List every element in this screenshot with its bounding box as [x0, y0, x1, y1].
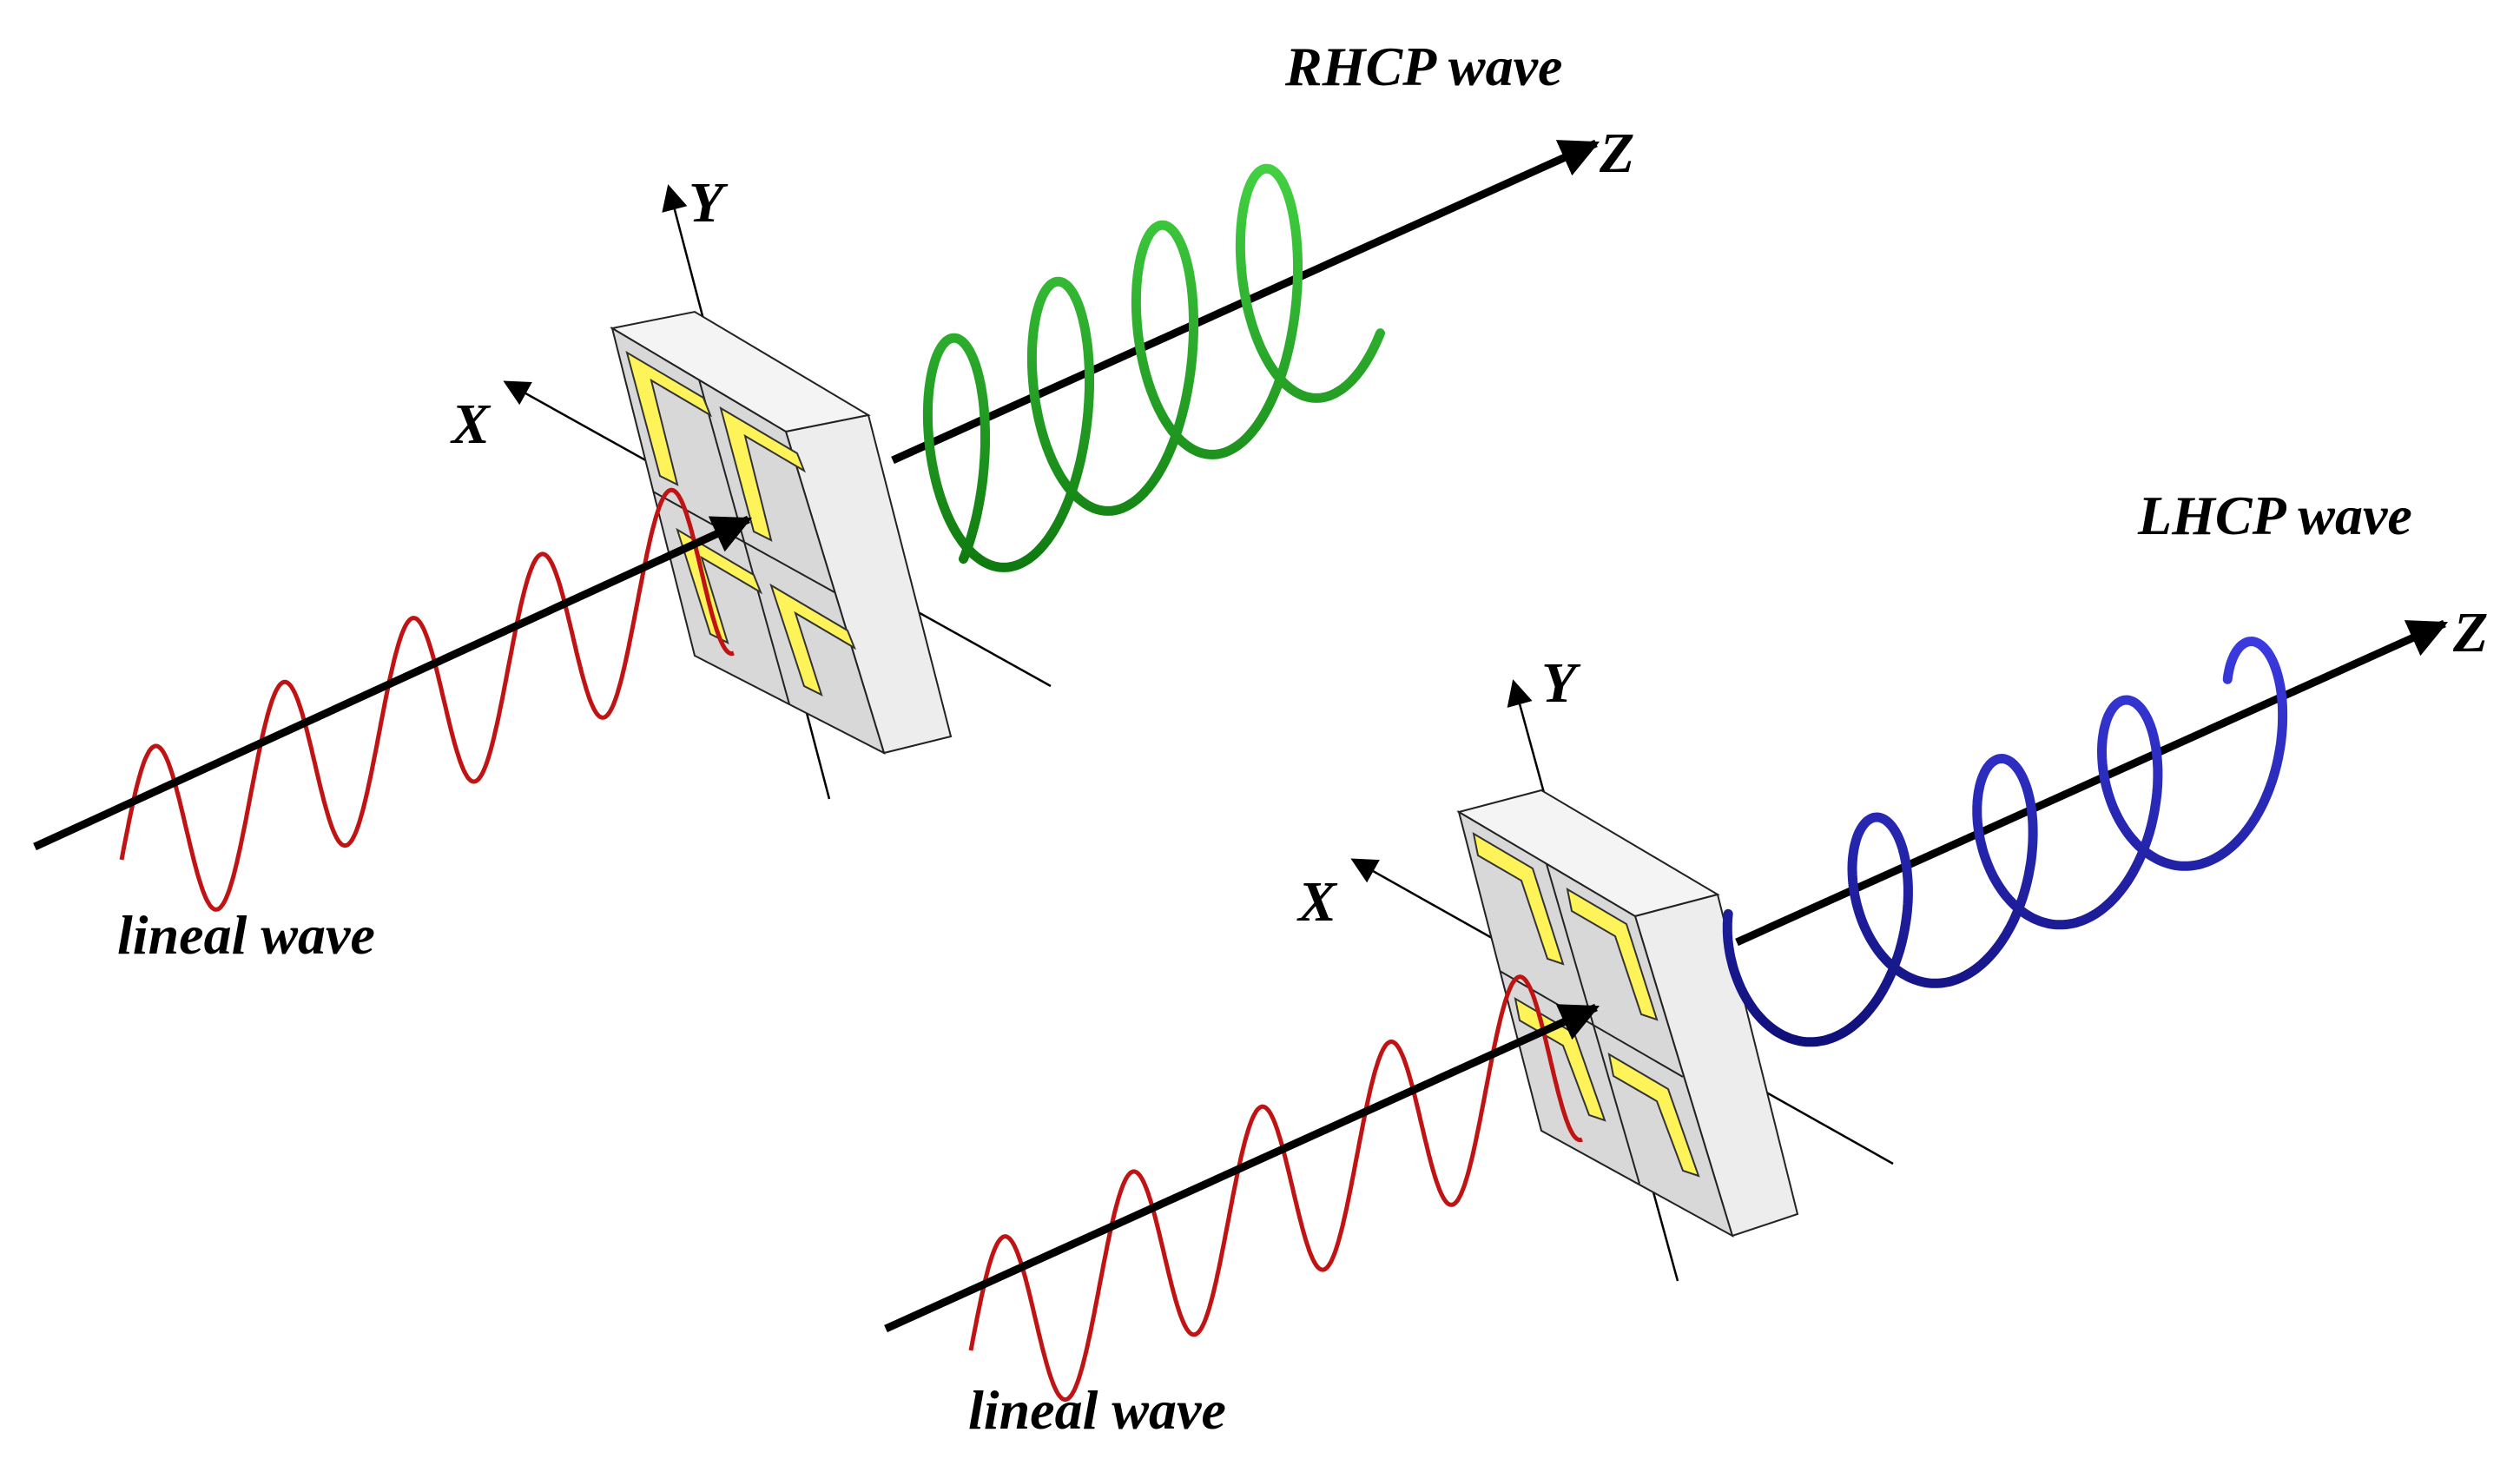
lower-z-label: Z	[2452, 601, 2488, 664]
lower-incident-axis	[884, 1003, 1600, 1333]
upper-incident-axis	[33, 515, 753, 851]
lower-patch-2	[1566, 888, 1659, 1021]
lower-lhcp-helix	[1722, 636, 2288, 1047]
lower-y-label: Y	[1541, 651, 1581, 715]
lower-converter: LHCP wave lineal wave Z Y X	[884, 485, 2488, 1441]
upper-rhcp-helix	[922, 163, 1385, 572]
lower-x-label: X	[1296, 870, 1338, 934]
upper-linear-wave	[119, 487, 735, 912]
upper-patch-1	[625, 350, 713, 486]
upper-converter: RHCP wave lineal wave Z Y X	[33, 36, 1634, 966]
lower-input-label: lineal wave	[968, 1379, 1226, 1441]
upper-input-label: lineal wave	[117, 904, 375, 966]
lower-output-label: LHCP wave	[2137, 485, 2412, 546]
upper-patch-2	[719, 406, 807, 542]
lower-metasurface	[1456, 789, 1799, 1238]
upper-patch-4	[769, 583, 857, 696]
lower-z-axis	[1735, 619, 2449, 947]
lower-patch-4	[1607, 1053, 1700, 1178]
upper-z-label: Z	[1599, 122, 1634, 185]
upper-metasurface	[610, 310, 953, 755]
upper-y-label: Y	[689, 171, 729, 234]
upper-output-label: RHCP wave	[1284, 36, 1562, 97]
lower-linear-wave	[968, 974, 1583, 1403]
lower-patch-1	[1472, 832, 1565, 966]
upper-x-label: X	[450, 393, 491, 456]
